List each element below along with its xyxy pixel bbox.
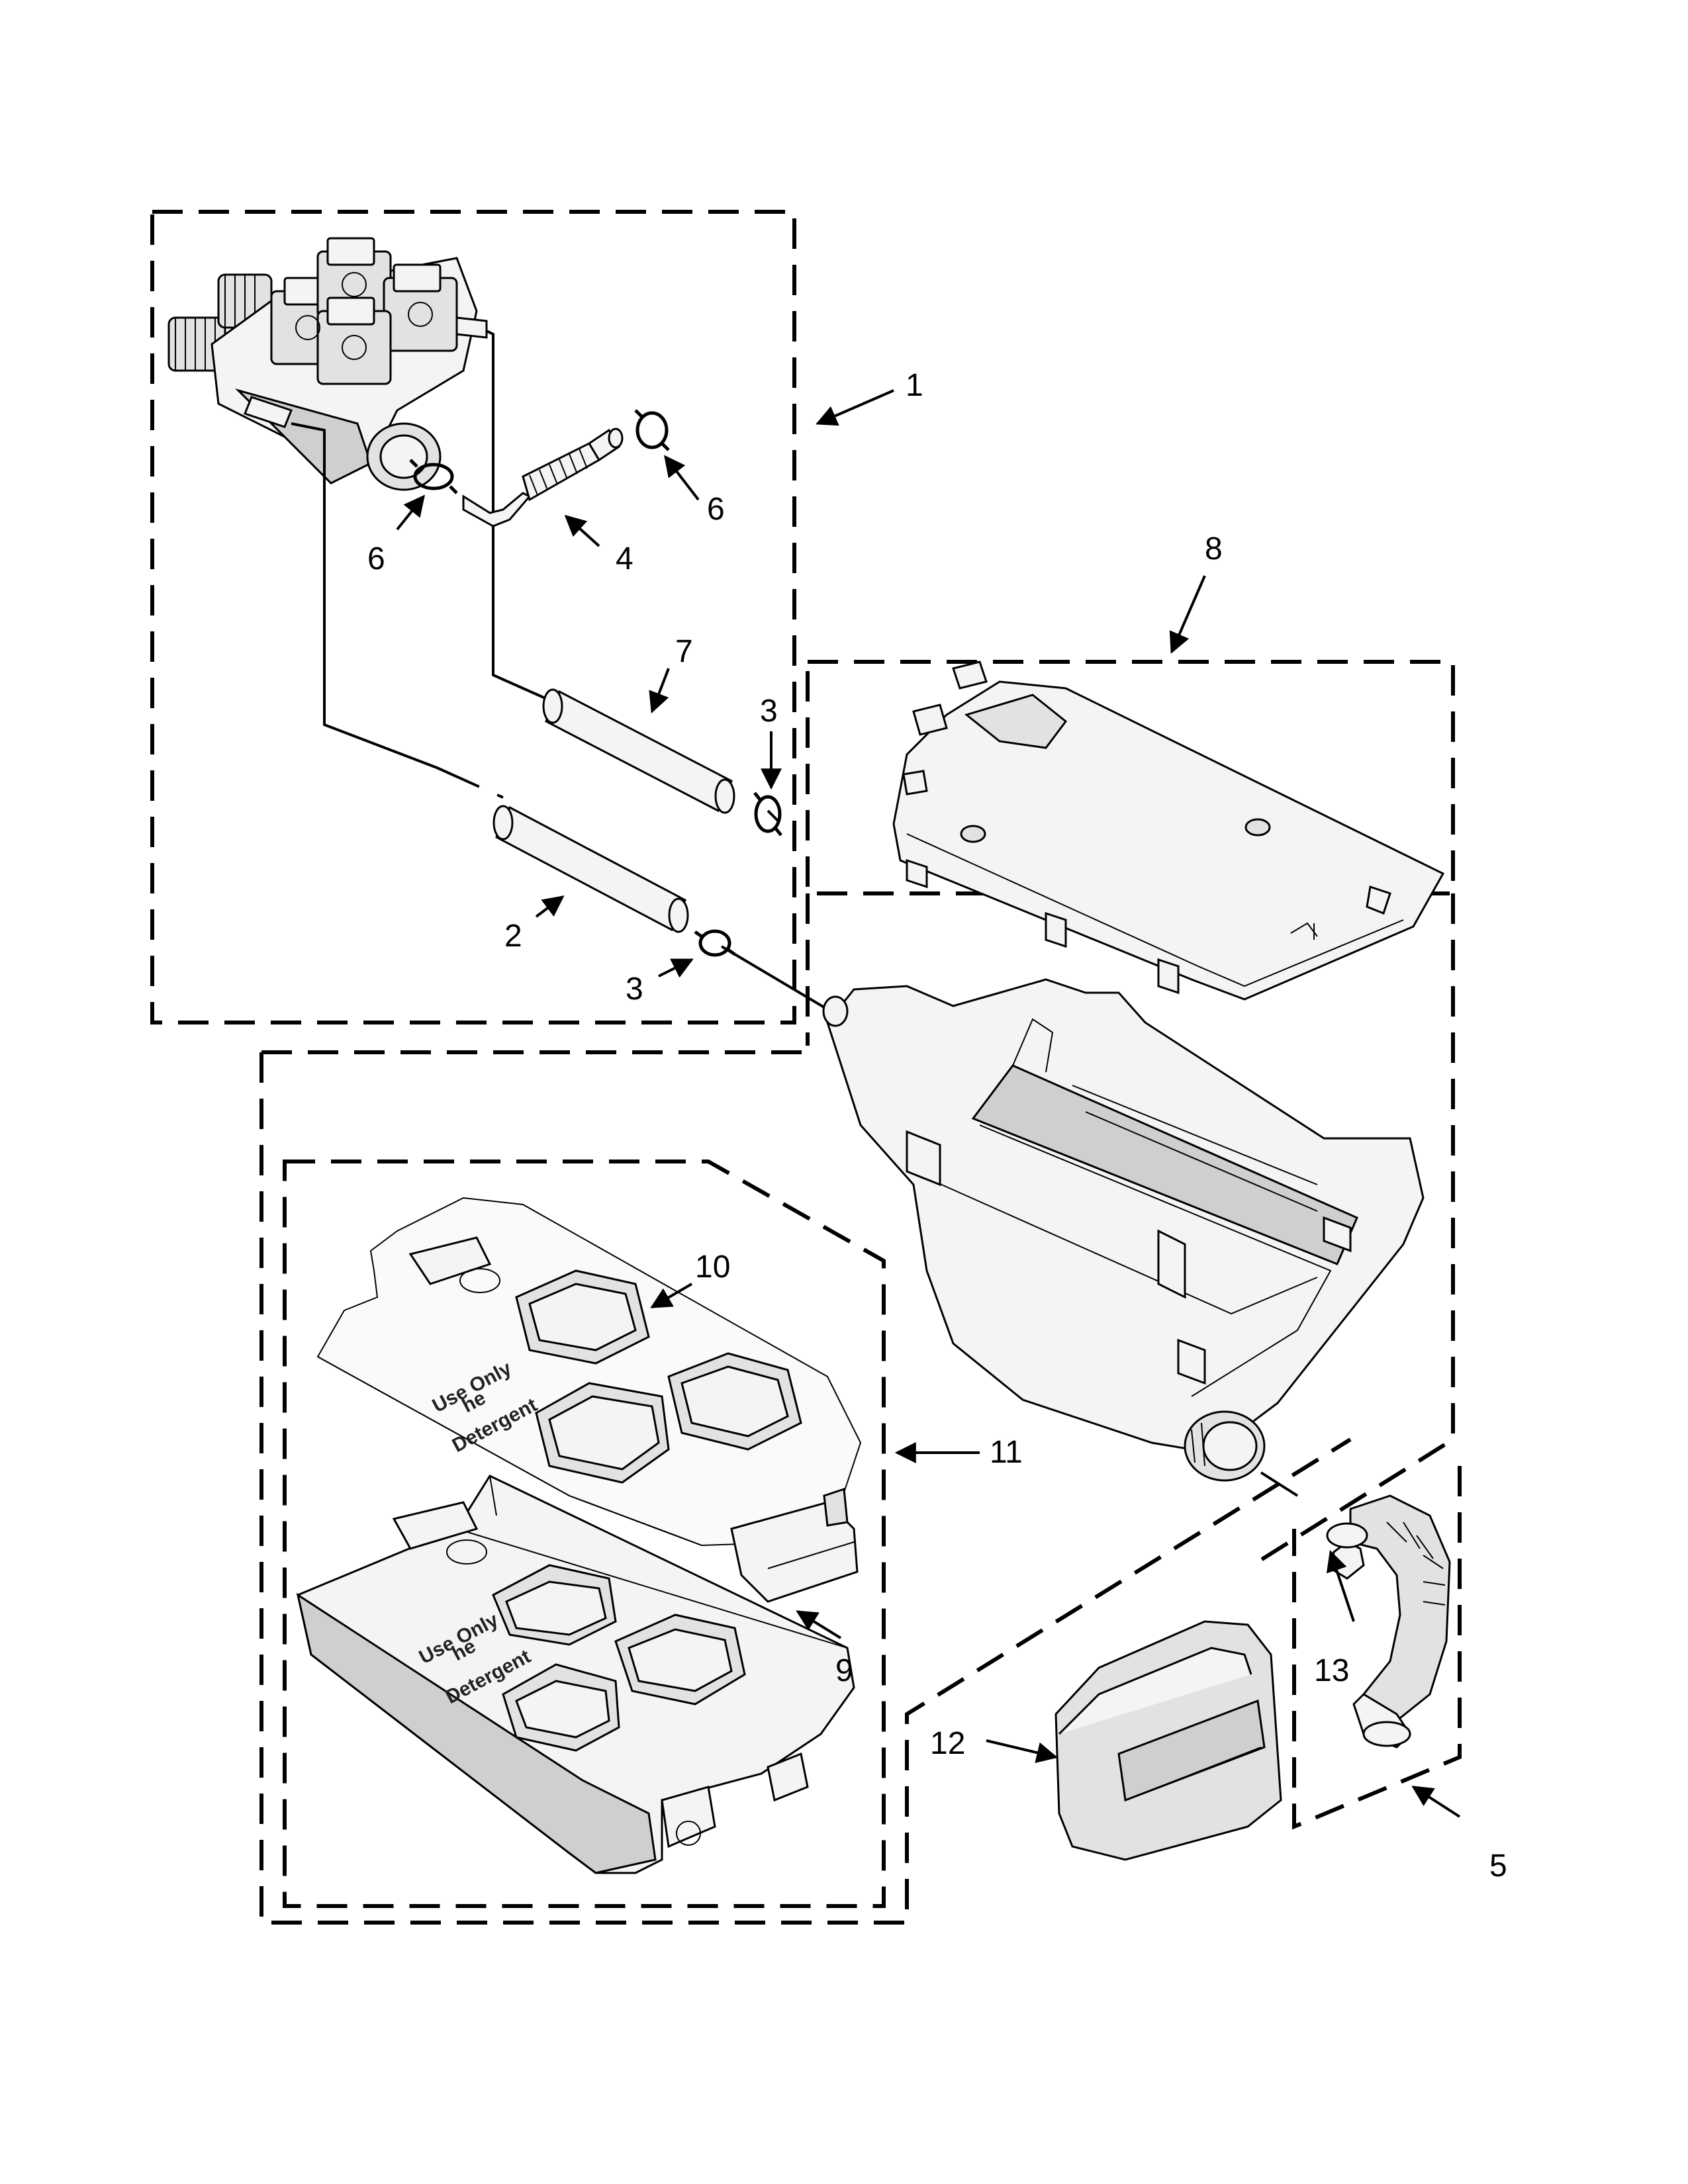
dispenser-tray-insert: Use Only he Detergent — [316, 1197, 862, 1547]
callout-3-upper: 3 — [760, 694, 778, 729]
callout-6-right: 6 — [707, 492, 725, 527]
callout-leaders — [396, 389, 1461, 1818]
clamp-lower-hose — [694, 929, 736, 957]
callout-12: 12 — [930, 1726, 965, 1761]
callout-2: 2 — [504, 919, 522, 954]
group-box-8 — [806, 660, 1455, 1564]
callout-6-left: 6 — [367, 541, 385, 576]
group-box-1 — [150, 210, 796, 1024]
dispenser-cover — [892, 660, 1445, 1001]
callout-4: 4 — [616, 541, 633, 576]
dispenser-drawer: Use Only he Detergent — [296, 1475, 855, 1874]
drawer-handle — [1055, 1620, 1282, 1861]
group-box-11-outer — [259, 1050, 1352, 1925]
bent-hose — [462, 428, 624, 527]
callout-3-lower: 3 — [626, 972, 643, 1007]
hose-upper — [542, 688, 735, 814]
callout-5: 5 — [1489, 1848, 1507, 1884]
group-box-11-inner — [283, 1160, 886, 1908]
callout-8: 8 — [1205, 531, 1223, 567]
hose-clamp-right — [634, 409, 670, 451]
group-box-5 — [1292, 1466, 1462, 1830]
dispenser-housing — [822, 978, 1425, 1497]
hose-routing-lines — [291, 330, 829, 1011]
drain-hose — [1326, 1494, 1451, 1749]
hose-clamp-left — [409, 459, 458, 494]
callout-9: 9 — [835, 1653, 853, 1688]
clamp-upper-hose — [753, 792, 782, 837]
callout-labels: 1 6 6 4 7 3 2 3 8 10 11 9 12 13 5 — [367, 368, 1507, 1884]
siphon-cap — [730, 1487, 859, 1603]
callout-1: 1 — [906, 368, 923, 403]
hose-lower — [492, 805, 689, 933]
water-valve — [167, 237, 488, 491]
callout-7: 7 — [675, 634, 693, 669]
callout-10: 10 — [695, 1250, 730, 1285]
callout-13: 13 — [1314, 1653, 1349, 1688]
callout-11: 11 — [990, 1435, 1023, 1470]
